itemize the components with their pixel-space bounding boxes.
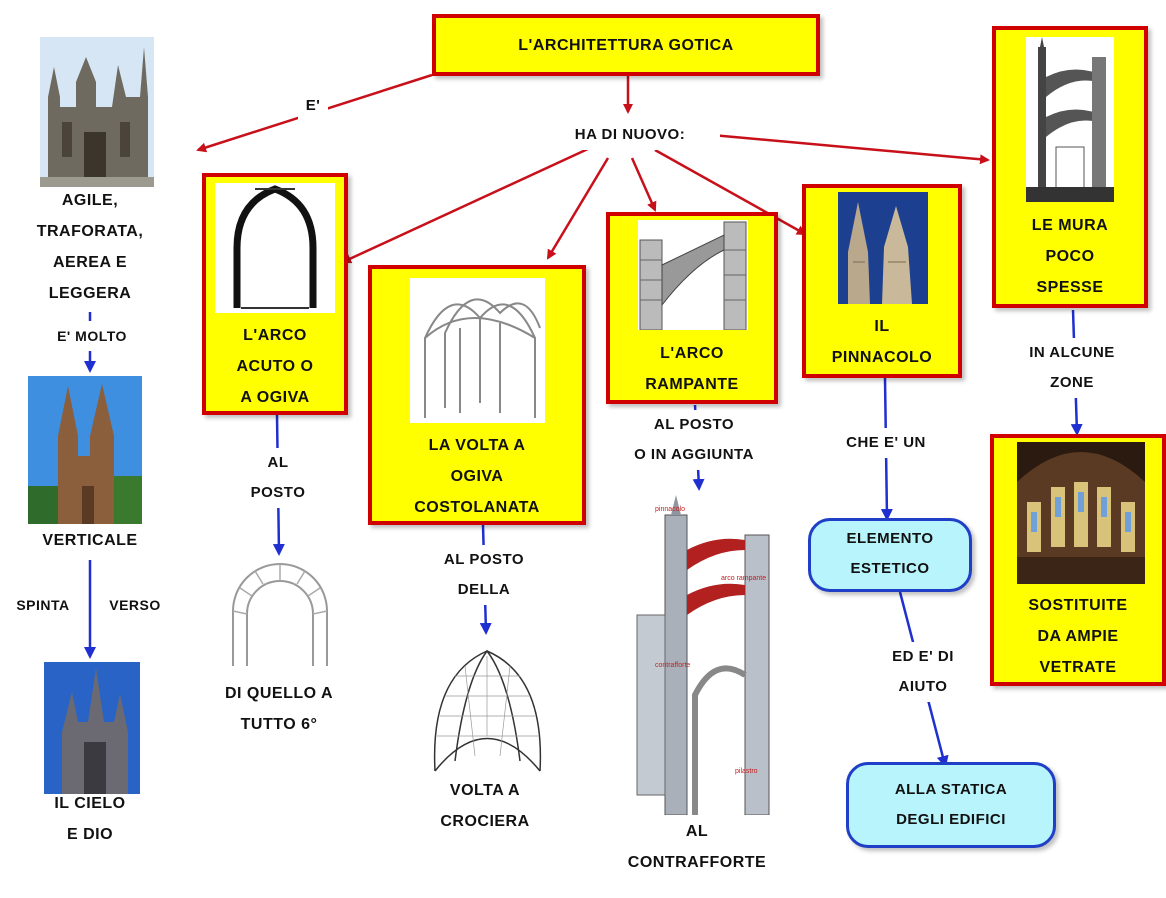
fig-label-arco-rampante: arco rampante	[721, 575, 766, 582]
statica-text: ALLA STATICA DEGLI EDIFICI	[846, 775, 1056, 835]
cathedral-photo-1	[40, 37, 154, 187]
ribbed-vault-drawing	[410, 278, 545, 423]
pointed-arch-drawing	[215, 183, 335, 313]
e-molto-label: E' MOLTO	[22, 321, 162, 351]
cielo-text: IL CIELO E DIO	[20, 788, 160, 850]
flying-buttress-drawing	[638, 220, 748, 330]
cross-vault-drawing	[425, 636, 550, 776]
agile-text: AGILE, TRAFORATA, AEREA E LEGGERA	[14, 185, 166, 309]
round-arch-drawing	[225, 556, 335, 666]
edge-nuovo-rampante	[632, 158, 655, 210]
volta-label: LA VOLTA A OGIVA COSTOLANATA	[368, 430, 586, 523]
arco-edge-label: AL POSTO	[238, 448, 318, 508]
pinnacolo-label: IL PINNACOLO	[802, 311, 962, 373]
stained-glass-photo	[1017, 442, 1145, 584]
verticale-text: VERTICALE	[20, 525, 160, 556]
volta-edge-label: AL POSTO DELLA	[414, 545, 554, 605]
fig-label-contrafforte: contrafforte	[655, 662, 690, 669]
mura-label: LE MURA POCO SPESSE	[992, 210, 1148, 303]
elemento-edge-label: ED E' DI AIUTO	[868, 642, 978, 702]
arco-acuto-label: L'ARCO ACUTO O A OGIVA	[202, 320, 348, 413]
wall-section-drawing	[1026, 37, 1114, 202]
fig-label-pinnacolo: pinnacolo	[655, 506, 685, 513]
spinta-label: SPINTA	[6, 590, 80, 620]
rampante-edge-label: AL POSTO O IN AGGIUNTA	[604, 410, 784, 470]
pinnacle-photo	[838, 192, 928, 304]
edge-label-e: E'	[298, 91, 328, 121]
edge-nuovo-volta	[548, 158, 608, 258]
contrafforte-text: AL CONTRAFFORTE	[612, 816, 782, 878]
fig-label-pilastro: pilastro	[735, 768, 758, 775]
cathedral-photo-3	[44, 662, 140, 794]
edge-nuovo-mura	[712, 135, 988, 160]
elemento-estetico-text: ELEMENTO ESTETICO	[808, 524, 972, 584]
rampante-label: L'ARCO RAMPANTE	[606, 338, 778, 400]
verso-label: VERSO	[100, 590, 170, 620]
ha-di-nuovo: HA DI NUOVO:	[540, 120, 720, 150]
vetrate-text: SOSTITUITE DA AMPIE VETRATE	[990, 590, 1166, 683]
edge-nuovo-arco	[343, 148, 590, 262]
tutto-sesto-text: DI QUELLO A TUTTO 6°	[190, 678, 368, 740]
buttress-section-drawing: pinnacolo arco rampante contrafforte pil…	[635, 495, 780, 815]
pinnacolo-edge-label: CHE E' UN	[818, 428, 954, 458]
mura-edge-label: IN ALCUNE ZONE	[1002, 338, 1142, 398]
cathedral-photo-2	[28, 376, 142, 524]
title-text: L'ARCHITETTURA GOTICA	[432, 30, 820, 61]
crociera-text: VOLTA A CROCIERA	[410, 775, 560, 837]
